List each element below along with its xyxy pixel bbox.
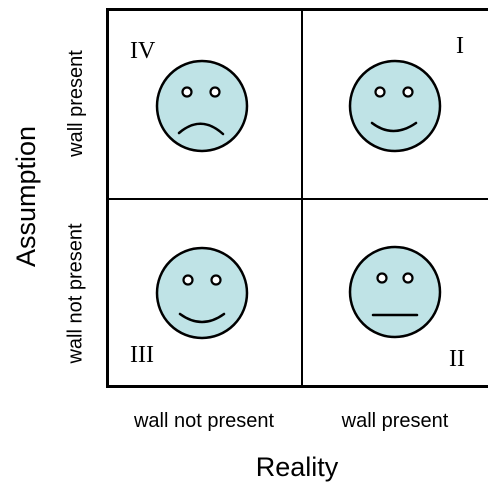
row-label-wall-present: wall present (64, 49, 87, 157)
quadrant-iv: IV (130, 38, 249, 153)
x-axis-title: Reality (255, 452, 339, 482)
y-axis-title-container: Assumption (0, 0, 54, 392)
happy-face-icon (348, 59, 442, 153)
column-label-wall-not-present: wall not present (133, 410, 275, 432)
quadrant-ii-label: II (449, 346, 465, 372)
quadrant-ii: II (348, 245, 465, 372)
row-label-wall-not-present-container: wall not present (56, 198, 96, 388)
quadrant-grid-svg: IV I III (106, 8, 488, 388)
quadrant-i: I (348, 33, 464, 153)
happy-face-icon (155, 246, 249, 340)
quadrant-grid: IV I III (106, 8, 488, 388)
neutral-face-icon (348, 245, 442, 339)
row-label-wall-not-present: wall not present (64, 222, 87, 364)
y-axis-title: Assumption (11, 125, 42, 267)
quadrant-iii-label: III (130, 342, 154, 368)
quadrant-iv-label: IV (130, 38, 156, 64)
quadrant-i-label: I (456, 33, 464, 59)
quadrant-iii: III (130, 246, 249, 368)
sad-face-icon (155, 59, 249, 153)
row-label-wall-present-container: wall present (56, 8, 96, 198)
column-label-wall-present: wall present (341, 410, 449, 432)
